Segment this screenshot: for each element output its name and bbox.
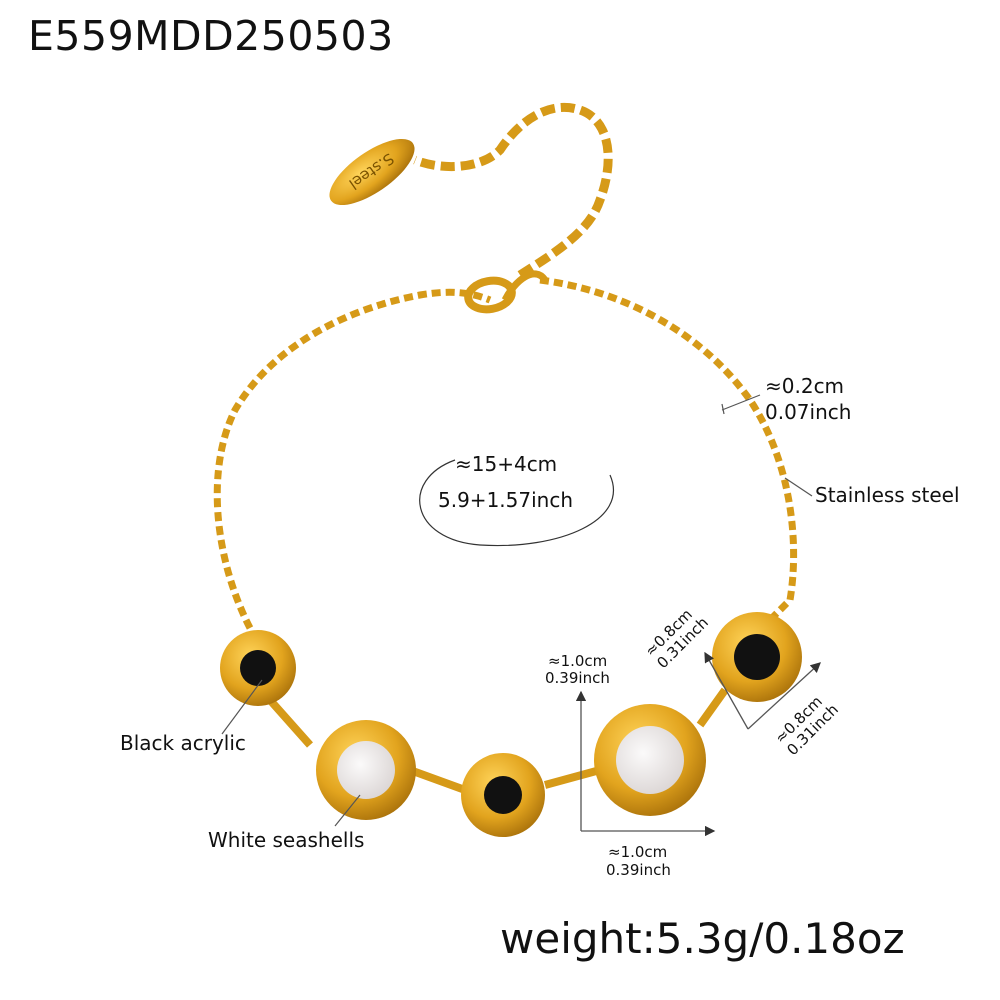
white-seashells-label: White seashells (208, 828, 365, 852)
material-label: Stainless steel (815, 483, 960, 507)
large-width-inch: 0.39inch (606, 861, 671, 879)
chain (267, 687, 729, 794)
chain (539, 276, 798, 623)
extension-chain (413, 102, 613, 279)
length-cm: ≈15+4cm (455, 452, 558, 476)
large-width-cm: ≈1.0cm (608, 843, 668, 861)
black-acrylic-label: Black acrylic (120, 731, 246, 755)
charm-shell-1 (316, 720, 416, 820)
charm-shell-2 (594, 704, 706, 816)
charm-black-2 (461, 753, 545, 837)
charm-black-3 (712, 612, 802, 702)
large-height-cm: ≈1.0cm (548, 652, 608, 670)
lobster-clasp (464, 270, 548, 314)
weight-label: weight:5.3g/0.18oz (500, 914, 905, 963)
chain (213, 288, 492, 630)
length-inch: 5.9+1.57inch (438, 488, 573, 512)
chain-width-inch: 0.07inch (765, 400, 852, 424)
large-height-inch: 0.39inch (545, 669, 610, 687)
charm-black-1 (220, 630, 296, 706)
chain-width-cm: ≈0.2cm (765, 374, 845, 398)
brand-tag: S.steel (329, 138, 415, 206)
product-code: E559MDD250503 (28, 12, 394, 60)
